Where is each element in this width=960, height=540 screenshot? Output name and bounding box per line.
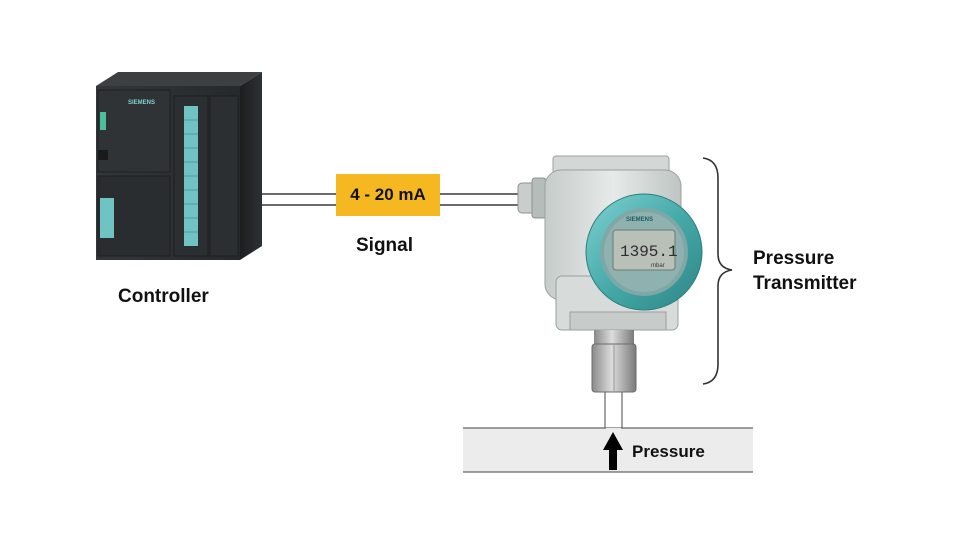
signal-label: Signal	[356, 235, 414, 256]
display-unit: mbar	[651, 263, 665, 269]
impulse-line	[604, 392, 623, 430]
transmitter-brand: SIEMENS	[626, 217, 653, 223]
transmitter-label-line1: Pressure	[753, 248, 835, 269]
brace-icon	[702, 157, 733, 385]
pressure-transmitter: 1395.1 mbar SIEMENS	[517, 155, 703, 393]
pressure-label: Pressure	[632, 442, 705, 461]
signal-box-text: 4 - 20 mA	[350, 185, 426, 204]
controller-brand: SIEMENS	[128, 100, 155, 106]
transmitter-label-line2: Transmitter	[753, 273, 857, 294]
signal-box: 4 - 20 mA	[336, 174, 440, 216]
controller-plc: SIEMENS	[96, 72, 262, 260]
up-arrow-icon	[603, 432, 623, 470]
controller-label: Controller	[118, 286, 209, 307]
display-reading: 1395.1	[620, 243, 678, 261]
